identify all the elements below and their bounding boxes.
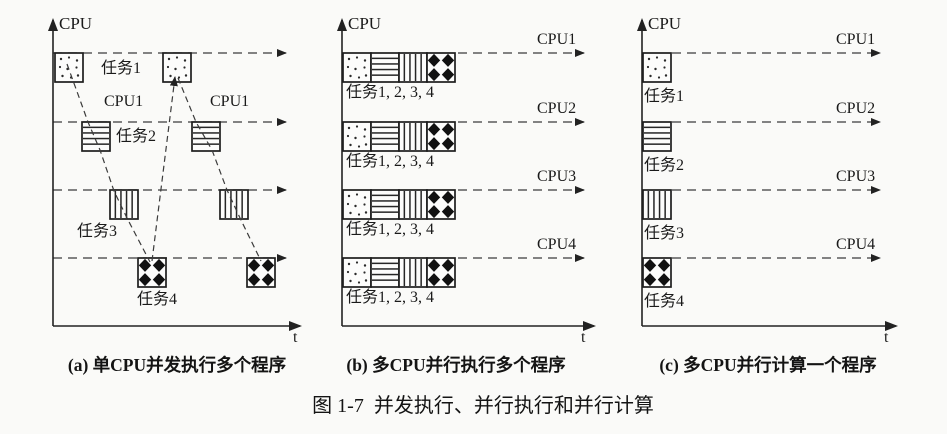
panel-a-task1-box-1 <box>54 52 84 83</box>
panel-c-task1-label: 任务1 <box>644 88 685 105</box>
panel-b-task-bar-3 <box>342 189 456 220</box>
panel-a-task3-label: 任务3 <box>77 223 118 240</box>
cpu-switch-path-2 <box>177 77 262 262</box>
panel-a-plot <box>48 18 302 331</box>
panel-a-task4-box-2 <box>246 257 276 288</box>
panel-c-task3-label: 任务3 <box>644 225 685 242</box>
panel-c-task4-box <box>642 257 672 288</box>
panel-b-task-bar-1 <box>342 52 456 83</box>
panel-c-task4-label: 任务4 <box>644 293 685 310</box>
panel-c-cpu4-label: CPU4 <box>836 236 876 253</box>
panel-b-y-axis-label: CPU <box>348 14 382 33</box>
panel-c-task2-label: 任务2 <box>644 157 685 174</box>
cpu-switch-return-arrow <box>151 76 178 262</box>
panel-a-task3-box-2 <box>219 189 249 220</box>
panel-a-task1-box-2 <box>162 52 192 83</box>
panel-c-caption: (c) 多CPU并行计算一个程序 <box>659 355 877 375</box>
panel-b-cpu1-label: CPU1 <box>537 31 577 48</box>
panel-b-cpu2-label: CPU2 <box>537 100 577 117</box>
panel-c-task2-box <box>642 121 672 152</box>
panel-b-plot <box>337 18 596 331</box>
cpu-switch-path-1 <box>66 63 151 263</box>
panel-b-cpu4-label: CPU4 <box>537 236 577 253</box>
panel-c-cpu-timelines <box>672 49 881 262</box>
panel-b-task-bar-4 <box>342 257 456 288</box>
panel-b-bar-label-2: 任务1, 2, 3, 4 <box>346 153 435 170</box>
panel-b-x-axis-label: t <box>581 329 586 346</box>
panel-a-caption: (a) 单CPU并发执行多个程序 <box>67 355 287 375</box>
panel-c-y-axis-label: CPU <box>648 14 682 33</box>
panel-a-task2-box-2 <box>191 121 221 152</box>
panel-a-task4-box-1 <box>137 257 167 288</box>
panel-b-task-bar-2 <box>342 121 456 152</box>
panel-c-task3-box <box>642 189 672 220</box>
panel-c-cpu2-label: CPU2 <box>836 100 876 117</box>
panel-a-task1-label: 任务1 <box>101 60 142 77</box>
panel-c-task1-box <box>642 52 672 83</box>
panel-c-plot <box>637 18 898 331</box>
panel-b-cpu-timelines <box>458 49 585 262</box>
panel-a-y-axis-label: CPU <box>59 14 93 33</box>
panel-b-caption: (b) 多CPU并行执行多个程序 <box>346 355 566 375</box>
panel-a-task3-box-1 <box>109 189 139 220</box>
panel-a-task2-label: 任务2 <box>116 128 157 145</box>
panel-a-cpu1-label-second: CPU1 <box>210 93 250 110</box>
panel-b-bar-label-3: 任务1, 2, 3, 4 <box>346 221 435 238</box>
panel-b-bar-label-4: 任务1, 2, 3, 4 <box>346 289 435 306</box>
panel-a-cpu1-label-first: CPU1 <box>104 93 144 110</box>
panel-a-x-axis-label: t <box>293 329 298 346</box>
panel-b-bar-label-1: 任务1, 2, 3, 4 <box>346 84 435 101</box>
panel-a-task2-box-1 <box>81 121 111 152</box>
figure-caption: 图 1-7 并发执行、并行执行和并行计算 <box>312 395 654 417</box>
panel-c-cpu3-label: CPU3 <box>836 168 876 185</box>
panel-b-cpu3-label: CPU3 <box>537 168 577 185</box>
panel-c-cpu1-label: CPU1 <box>836 31 876 48</box>
panel-a-task4-label: 任务4 <box>137 291 178 308</box>
panel-c-x-axis-label: t <box>884 329 889 346</box>
